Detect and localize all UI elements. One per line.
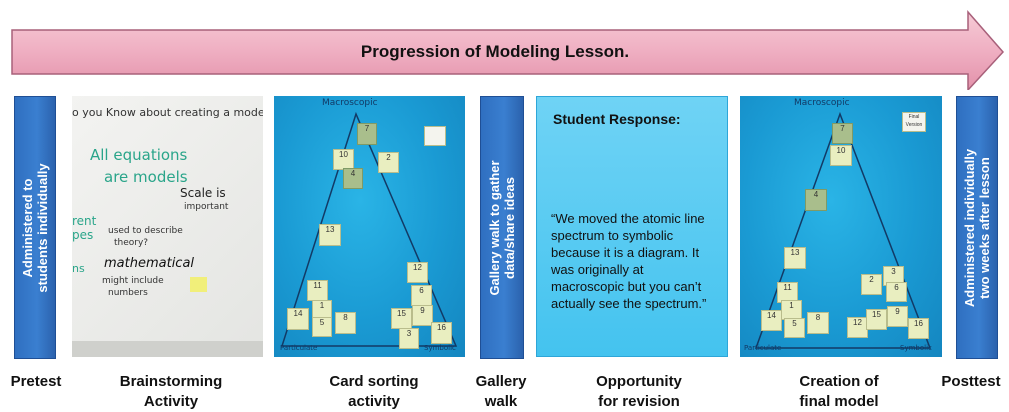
card: 14 xyxy=(287,308,309,330)
final-model-photo: Macroscopic Particulate Symbolic Final V… xyxy=(740,96,942,357)
label-posttest: Posttest xyxy=(941,373,1001,390)
card: 9 xyxy=(887,306,908,327)
card: 6 xyxy=(886,282,907,302)
student-response-quote: “We moved the atomic line spectrum to sy… xyxy=(551,211,707,311)
card: 3 xyxy=(883,266,904,286)
card: 16 xyxy=(431,322,452,344)
card: 3 xyxy=(399,328,419,349)
card: 6 xyxy=(411,285,432,306)
posttest-box: Administered individually two weeks afte… xyxy=(956,96,998,359)
card: 2 xyxy=(861,274,882,295)
card: 12 xyxy=(847,317,868,338)
card: 7 xyxy=(832,123,853,144)
posttest-description: Administered individually two weeks afte… xyxy=(962,148,992,307)
card: 5 xyxy=(784,318,805,338)
student-response-box: Student Response: “We moved the atomic l… xyxy=(536,96,728,357)
pretest-box: Administered to students individually xyxy=(14,96,56,359)
card: 13 xyxy=(319,224,341,246)
card: 15 xyxy=(866,309,887,330)
student-response-heading: Student Response: xyxy=(553,111,681,127)
card: 4 xyxy=(343,168,363,189)
arrow-title: Progression of Modeling Lesson. xyxy=(360,42,630,61)
card: 5 xyxy=(312,317,332,337)
card: 12 xyxy=(407,262,428,283)
card: 1 xyxy=(781,300,802,320)
card: 2 xyxy=(378,152,399,173)
card: 7 xyxy=(357,123,377,145)
card: 11 xyxy=(307,280,328,301)
card-sort-photo: Macroscopic Particulate Symbolic 7 10 2 … xyxy=(274,96,465,357)
pretest-description: Administered to students individually xyxy=(20,162,50,293)
card: 8 xyxy=(335,312,356,334)
card: 14 xyxy=(761,310,782,331)
card: 15 xyxy=(391,308,412,329)
card: 10 xyxy=(830,145,852,166)
card: 16 xyxy=(908,318,929,339)
card: 10 xyxy=(333,149,354,170)
sticky-note xyxy=(190,277,207,292)
card: 13 xyxy=(784,247,806,269)
gallery-walk-box: Gallery walk to gather data/share ideas xyxy=(480,96,524,359)
card: 4 xyxy=(805,189,827,211)
card: 8 xyxy=(807,312,829,334)
progression-arrow xyxy=(11,10,1005,90)
gallery-walk-description: Gallery walk to gather data/share ideas xyxy=(487,159,517,296)
label-pretest: Pretest xyxy=(10,373,62,390)
brainstorm-whiteboard-photo: o you Know about creating a model? All e… xyxy=(72,96,263,357)
card: 9 xyxy=(412,305,433,326)
card-note xyxy=(424,126,446,146)
card-note: Final Version xyxy=(902,112,926,132)
